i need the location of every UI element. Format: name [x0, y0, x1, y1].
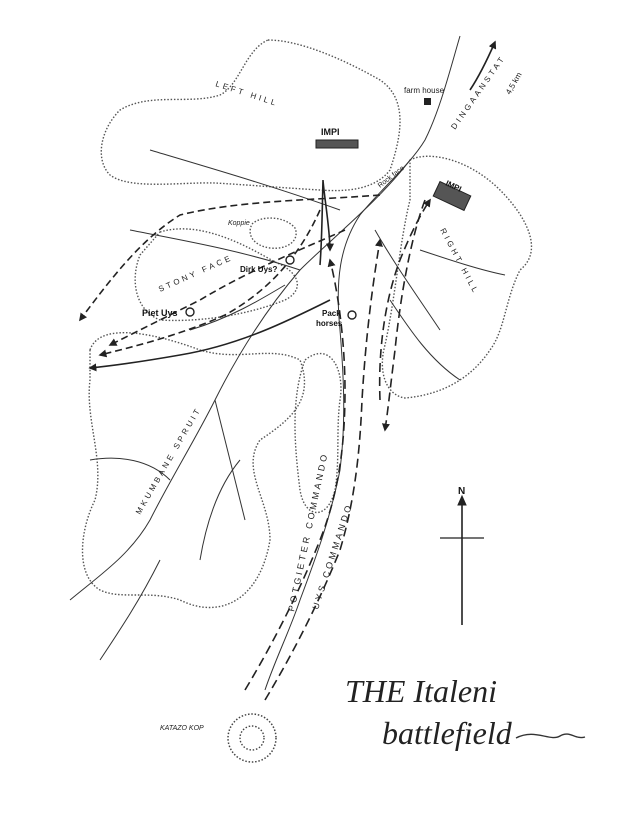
route-left-loop: [319, 179, 334, 266]
map-title: THE Italeni battlefield: [345, 673, 586, 751]
title-flourish: [515, 733, 586, 739]
route-dingaanstat: [469, 40, 497, 91]
hill-contours: [81, 39, 533, 609]
south-hills-contour: [81, 331, 306, 609]
main-road-track: [264, 35, 461, 691]
north-arrow: [440, 494, 484, 625]
piet-uys-marker: [185, 307, 195, 317]
piet-uys-label: Piet Uys: [142, 308, 178, 318]
katazo-kop-hill: [227, 713, 277, 763]
impi-left-block: [315, 139, 359, 149]
map-title-line1: THE Italeni: [345, 673, 497, 709]
katazo-kop-label: KATAZO KOP: [160, 725, 204, 732]
pack-horses-label-1: Pack: [322, 309, 341, 318]
mkumbane-spruit-line: [69, 159, 411, 601]
left-hill-label: LEFT HILL: [214, 79, 279, 108]
route-potgieter-advance: [244, 258, 346, 691]
route-uys-advance: [264, 238, 383, 701]
route-dirk-retreat: [98, 209, 321, 358]
pack-horses-marker: [347, 310, 357, 320]
koppie-contour: [249, 217, 297, 249]
streams: [69, 35, 506, 691]
north-label: N: [458, 486, 465, 497]
farm-house-label: farm house: [404, 86, 445, 95]
dirk-uys-marker: [285, 255, 295, 265]
route-stony-retreat-2: [108, 229, 346, 346]
farm-house-marker: [424, 98, 431, 105]
distance-label: 4,5 km: [504, 70, 524, 96]
impi-right-block: [432, 180, 472, 212]
rock-face-label: Rock face: [377, 165, 406, 190]
route-pack-return: [88, 299, 331, 372]
left-hill-contour: [100, 39, 401, 192]
dingaanstat-label: DINGAANSTAT: [449, 53, 507, 131]
lower-right-contour: [294, 352, 342, 514]
route-stony-retreat-1: [79, 194, 381, 322]
pack-horses-label-2: horses: [316, 319, 343, 328]
impi-left-label: IMPI: [321, 127, 340, 137]
map-title-line2: battlefield: [382, 715, 513, 751]
movement-routes: [79, 40, 497, 701]
route-right-advance: [378, 198, 431, 401]
route-right-return: [381, 199, 426, 432]
right-hill-contour: [381, 155, 533, 399]
uys-commando-label: UYS COMMANDO: [310, 501, 354, 610]
koppie-label: Koppie: [228, 220, 250, 227]
right-hill-label: RIGHT HILL: [438, 227, 481, 296]
stony-face-contour: [134, 228, 298, 322]
dirk-uys-label: Dirk Uys?: [240, 265, 277, 274]
mkumbane-spruit-label: MKUMBANE SPRUIT: [134, 405, 203, 516]
